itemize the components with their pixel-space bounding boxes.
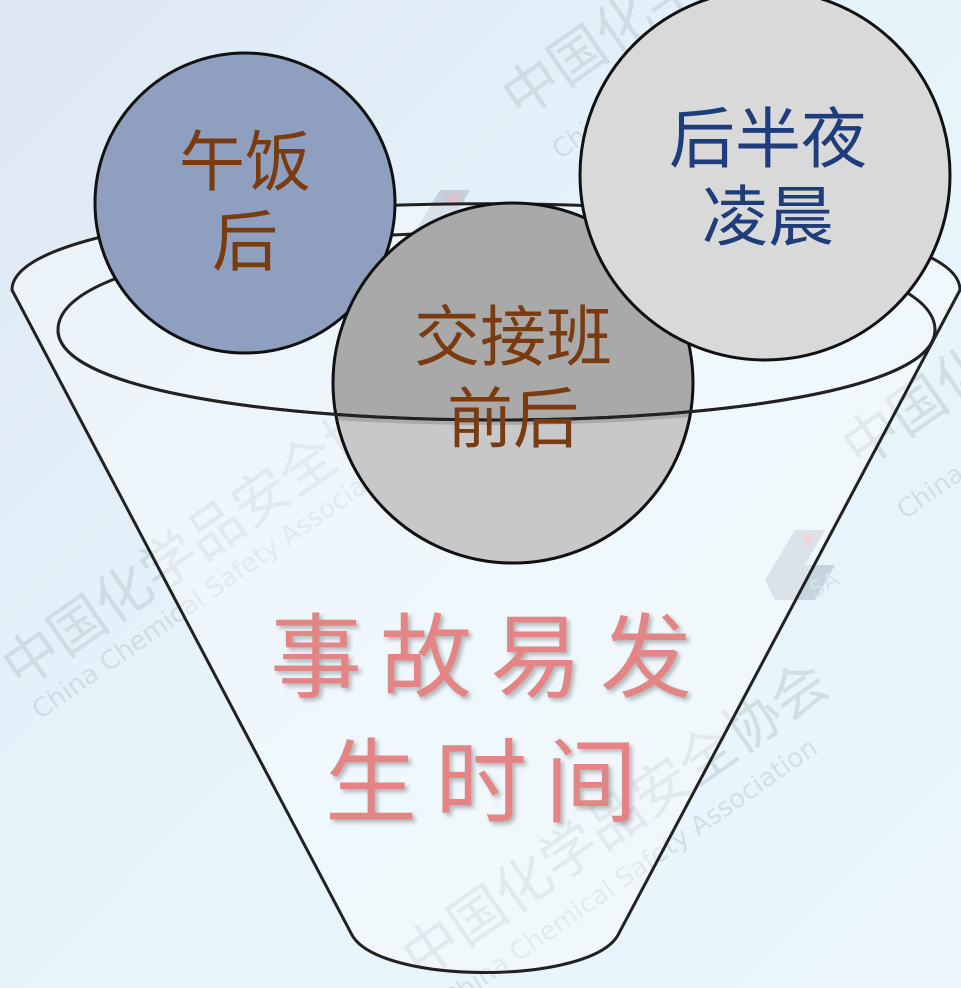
funnel-caption: 事故易发 生时间 — [270, 605, 710, 837]
circle-shift-label-line2: 前后 — [447, 381, 579, 458]
funnel-caption-line1: 事故易发 — [270, 605, 710, 712]
circle-lunch-label-line1: 午饭 — [179, 124, 311, 201]
circle-night — [578, 0, 952, 362]
circle-lunch — [93, 51, 397, 355]
circle-night-label-line1: 后半夜 — [669, 101, 867, 178]
circle-shift-label-line1: 交接班 — [414, 299, 612, 376]
funnel-caption-line2: 生时间 — [325, 730, 655, 837]
circle-night-label-line2: 凌晨 — [702, 179, 834, 256]
funnel-inner-rim-front-overlay — [56, 329, 937, 422]
circle-lunch-label-line2: 后 — [212, 204, 278, 281]
